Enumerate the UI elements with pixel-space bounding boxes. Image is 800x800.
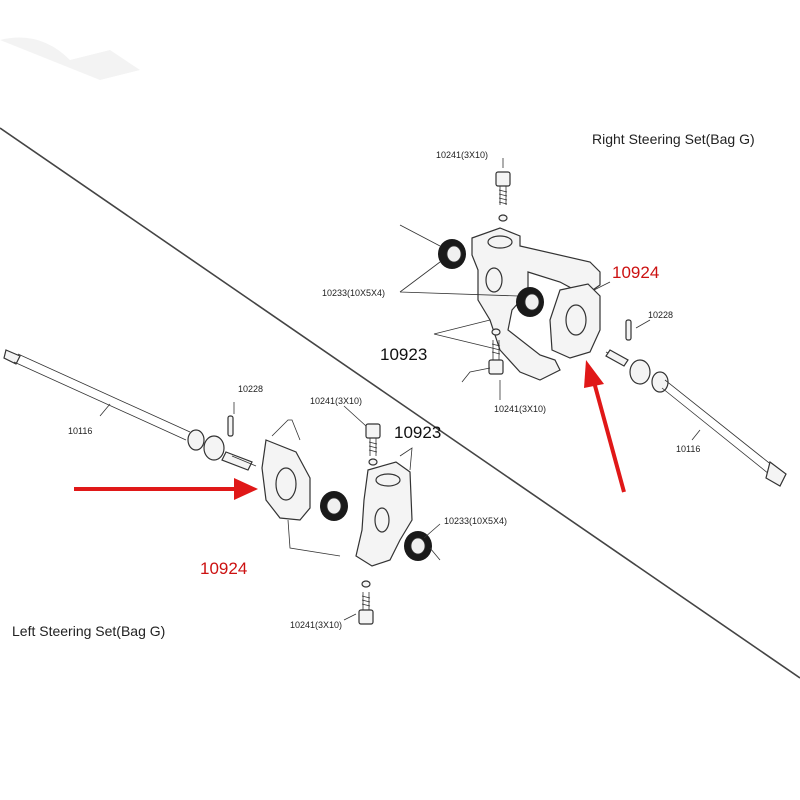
left-bearing-inner <box>320 491 348 521</box>
left-steering-set <box>3 349 441 625</box>
left-bearing-outer <box>404 531 432 561</box>
right-screw-top-label: 10241(3X10) <box>436 150 488 160</box>
left-screw-top-label: 10241(3X10) <box>310 396 362 406</box>
left-hub-label: 10924 <box>200 559 247 578</box>
left-screw-bottom-label: 10241(3X10) <box>290 620 342 630</box>
divider-line <box>0 127 800 679</box>
right-steering-set <box>399 158 787 487</box>
right-bearing-outer <box>438 239 466 269</box>
left-pin-label: 10228 <box>238 384 263 394</box>
left-set-title: Left Steering Set(Bag G) <box>12 623 165 639</box>
watermark <box>0 37 140 80</box>
right-highlight-arrow <box>584 360 626 493</box>
right-pin <box>625 319 632 341</box>
left-bottom-screw <box>358 580 374 625</box>
right-driveshaft <box>605 349 787 487</box>
right-top-screw <box>495 171 511 205</box>
right-bearing-label: 10233(10X5X4) <box>322 288 385 298</box>
left-driveshaft-label: 10116 <box>68 426 92 436</box>
right-bottom-screw <box>488 328 504 375</box>
left-top-screw <box>365 423 381 466</box>
right-bearing-inner <box>516 287 544 317</box>
right-pin-label: 10228 <box>648 310 673 320</box>
right-knuckle-label: 10923 <box>380 345 427 364</box>
right-screw-bottom-label: 10241(3X10) <box>494 404 546 414</box>
left-pin <box>227 415 234 437</box>
left-bearing-label: 10233(10X5X4) <box>444 516 507 526</box>
left-knuckle-label: 10923 <box>394 423 441 442</box>
left-highlight-arrow <box>74 478 258 500</box>
right-set-title: Right Steering Set(Bag G) <box>592 131 755 147</box>
left-driveshaft <box>3 349 257 471</box>
right-driveshaft-label: 10116 <box>676 444 700 454</box>
right-hub-label: 10924 <box>612 263 659 282</box>
